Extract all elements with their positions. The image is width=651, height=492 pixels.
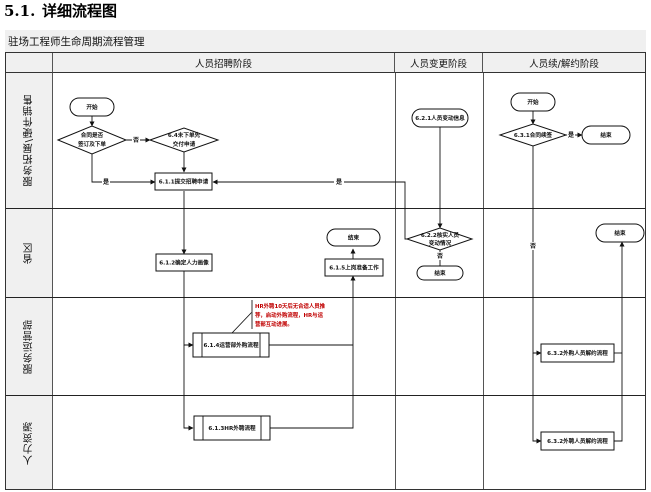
end-change-label: 结束 <box>434 269 446 277</box>
section-title: 详细流程图 <box>42 2 118 20</box>
end-renewal-2-label: 结束 <box>614 229 626 237</box>
confirm-profile-label: 6.1.2确定人力画像 <box>159 259 209 267</box>
verify-change-label-2: 变动情况 <box>429 239 452 247</box>
change-info-label: 6.2.1人员变动信息 <box>415 114 465 122</box>
annotation-line: HR外聘10天后无合适人员推 <box>255 302 326 310</box>
subprocess-ops-outsource[interactable] <box>192 332 270 358</box>
connector <box>532 353 542 444</box>
end-renewal-1-label: 结束 <box>600 131 612 139</box>
start-renewal-label: 开始 <box>527 98 539 106</box>
connector-yes <box>91 154 156 185</box>
terminator-end-recruit <box>326 228 381 247</box>
start-recruit-label: 开始 <box>86 103 98 111</box>
terminate-hired-label: 6.3.2外聘人员解约流程 <box>547 437 608 445</box>
lane-label-sales: 服务拓展\硬件销售 <box>6 73 53 208</box>
early-delivery-label: 6.4未下单先 <box>168 131 201 139</box>
connector <box>183 270 194 348</box>
process-submit-request[interactable] <box>154 172 213 191</box>
section-number: 5.1. <box>4 2 36 20</box>
connector <box>614 241 625 442</box>
process-confirm-profile[interactable] <box>155 253 213 272</box>
terminator-end-renewal-2 <box>595 223 645 243</box>
lane-label-hr: 人力资源 <box>6 396 53 489</box>
edge-label-yes: 是 <box>335 178 343 186</box>
lane-divider <box>6 208 645 209</box>
lane-label-operations: 服务运营部 <box>6 298 53 395</box>
decision-contract-label-2: 签订及下单 <box>77 140 106 148</box>
phase-divider <box>395 73 396 489</box>
verify-change-label: 6.2.2核实人员 <box>421 231 460 239</box>
terminator-change-info <box>411 108 469 128</box>
phase-header-change: 人员变更阶段 <box>395 53 483 73</box>
end-recruit-label: 结束 <box>348 234 360 242</box>
decision-contract-label: 合同是否 <box>81 131 104 139</box>
early-delivery-label-2: 交付申请 <box>173 140 196 148</box>
phase-header-renewal: 人员续/解约阶段 <box>483 53 645 73</box>
section-heading: 5.1. 详细流程图 <box>4 0 117 21</box>
annotation-line: 荐，启动外购流程，HR与运 <box>254 311 324 319</box>
edge-label-yes: 是 <box>102 178 110 186</box>
edge-label-yes: 是 <box>567 131 575 139</box>
process-onboard-prep[interactable] <box>324 258 384 277</box>
terminate-outsourced-label: 6.3.2外购人员解约流程 <box>547 349 608 357</box>
ops-outsource-label: 6.1.4运营部外购流程 <box>203 341 258 349</box>
connector <box>183 345 194 431</box>
lane-divider <box>6 297 645 298</box>
edge-label-no: 否 <box>530 242 536 250</box>
terminator-end-renewal-1 <box>581 125 631 145</box>
terminator-end-change <box>416 265 464 281</box>
submit-request-label: 6.1.1提交招聘申请 <box>159 178 209 186</box>
process-terminate-outsourced[interactable] <box>540 343 615 363</box>
connector <box>270 275 356 429</box>
annotation-pointer <box>231 311 253 334</box>
diagram-title: 驻场工程师生命周期流程管理 <box>5 30 646 53</box>
process-early-delivery-request <box>148 127 220 153</box>
decision-verify-change <box>405 227 474 251</box>
lane-label-province: 省区 <box>6 209 53 297</box>
phase-divider <box>483 73 484 489</box>
renewal-decision-label: 6.3.1合同续签 <box>514 131 553 139</box>
terminator-start-recruit <box>69 97 115 117</box>
connector-yes <box>212 179 407 240</box>
subprocess-hr-hire[interactable] <box>193 415 271 441</box>
annotation-note: HR外聘10天后无合适人员推 荐，启动外购流程，HR与运 营部互动进展。 <box>254 302 326 328</box>
process-terminate-hired[interactable] <box>540 431 615 451</box>
onboard-prep-label: 6.1.5上岗准备工作 <box>329 264 379 272</box>
annotation-line: 营部互动进展。 <box>255 320 293 328</box>
terminator-start-renewal <box>510 92 556 112</box>
hr-hire-label: 6.1.3HR外聘流程 <box>208 424 256 432</box>
phase-header-corner <box>6 53 53 73</box>
phase-header-recruit: 人员招聘阶段 <box>53 53 395 73</box>
decision-contract-renewal <box>498 123 568 147</box>
edge-label-no: 否 <box>133 136 139 144</box>
decision-contract-signed <box>56 125 128 155</box>
lane-divider <box>6 395 645 396</box>
edge-label-no: 否 <box>437 252 443 260</box>
